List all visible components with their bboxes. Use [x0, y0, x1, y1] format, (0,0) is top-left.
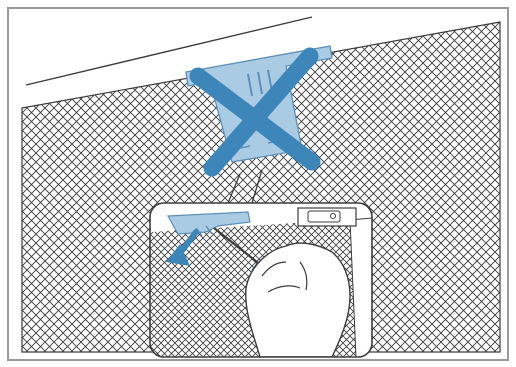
detail-inset [150, 203, 372, 357]
switch-icon [298, 208, 356, 226]
